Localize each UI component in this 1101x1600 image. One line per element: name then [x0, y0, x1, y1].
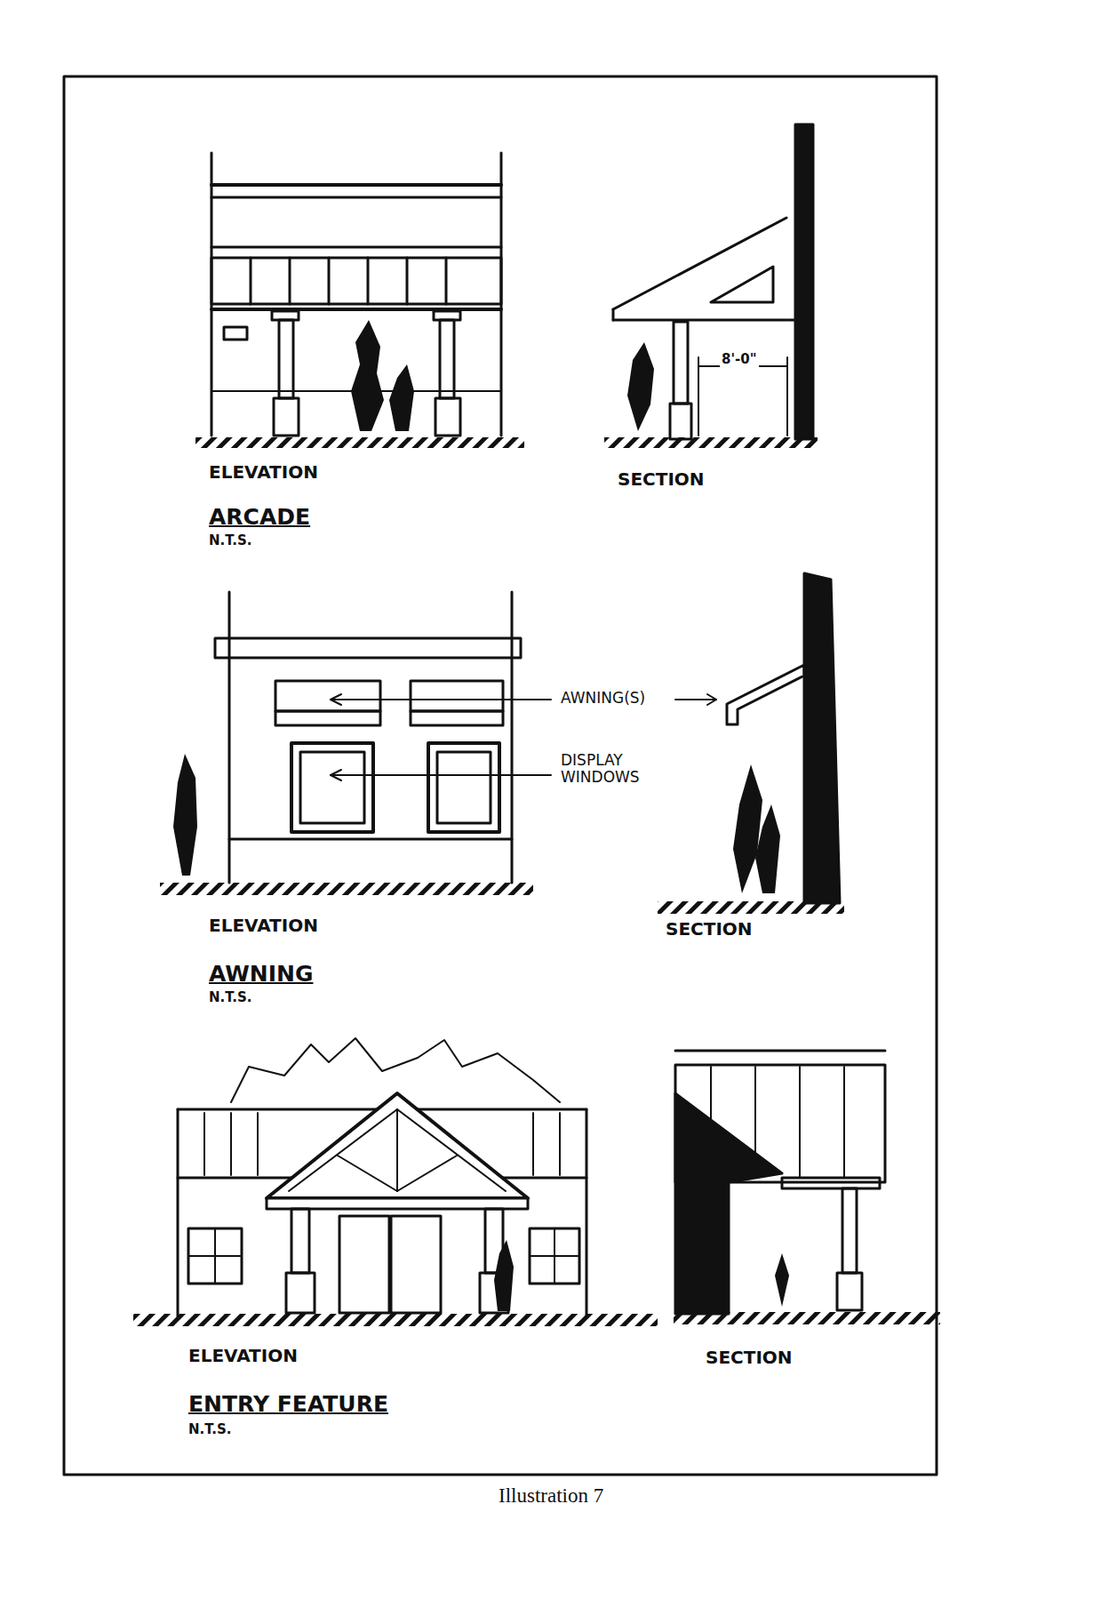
drawing-title: ARCADE: [208, 504, 311, 530]
scale-note: N.T.S.: [188, 1421, 232, 1437]
callout-label: DISPLAY WINDOWS: [558, 751, 671, 785]
view-label: ELEVATION: [208, 462, 319, 482]
drawing-title: AWNING: [208, 961, 313, 987]
scale-note: N.T.S.: [208, 533, 252, 549]
callout-label: AWNING(S): [558, 689, 648, 707]
view-label: ELEVATION: [188, 1345, 298, 1365]
dimension: 8'-0": [719, 351, 759, 367]
drawing-title: ENTRY FEATURE: [188, 1391, 389, 1417]
scale-note: N.T.S.: [208, 989, 252, 1006]
view-label: SECTION: [665, 918, 753, 939]
view-label: ELEVATION: [208, 915, 319, 935]
view-label: SECTION: [705, 1347, 793, 1367]
figure-caption: Illustration 7: [498, 1483, 604, 1507]
view-label: SECTION: [617, 469, 705, 489]
